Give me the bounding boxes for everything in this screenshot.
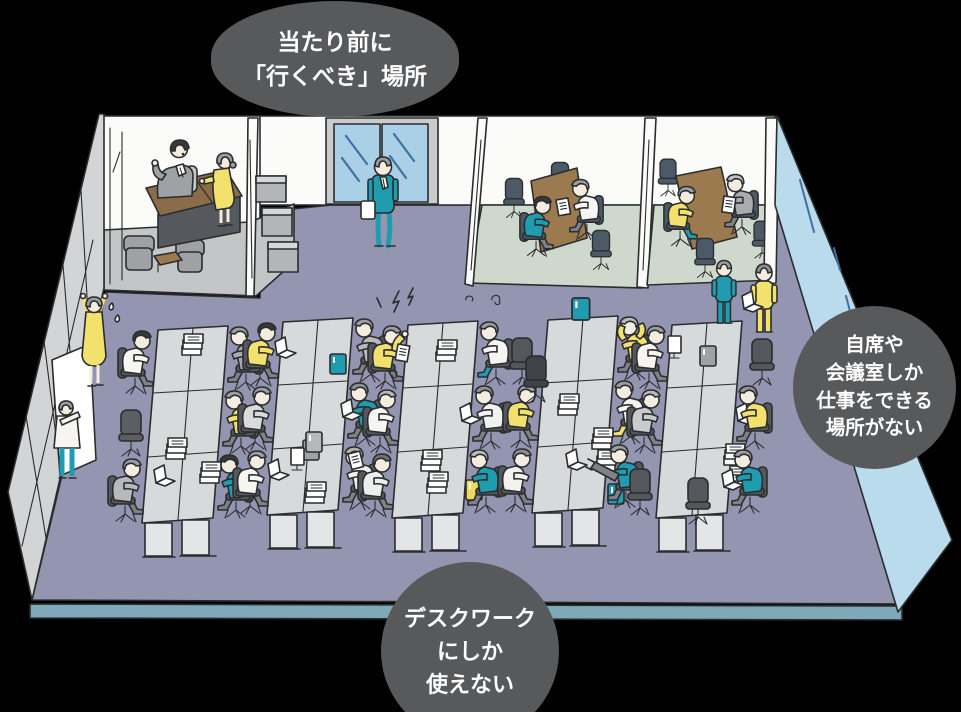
reception-sofa-set — [123, 235, 205, 273]
manager-person — [151, 139, 198, 199]
speech-bubble-top: 当たり前に 「行くべき」場所 — [211, 1, 459, 117]
bubble-bottom-line2: にしか — [436, 638, 503, 664]
speech-bubble-right: 自席や 会議室しか 仕事をできる 場所がない — [793, 306, 956, 469]
visitor-person — [198, 152, 237, 227]
wall-area-people — [51, 292, 121, 479]
meeting-room-2 — [646, 158, 777, 286]
bubble-bottom-line1: デスクワーク — [403, 605, 536, 631]
desk-island-3 — [357, 287, 514, 553]
desk-island-4 — [497, 296, 654, 548]
walking-person — [360, 156, 399, 249]
speech-bubble-bottom: デスクワーク にしか 使えない — [381, 562, 559, 712]
bubble-right-line3: 仕事をできる — [816, 389, 933, 412]
bubble-right-line4: 場所がない — [825, 417, 924, 440]
stretching-person — [79, 292, 121, 387]
bubble-top-line2: 「行くべき」場所 — [243, 63, 427, 89]
reception-glass-partition — [245, 117, 259, 297]
reception-room — [102, 115, 299, 297]
cabinets — [255, 175, 299, 273]
whitecoat-person — [53, 400, 81, 479]
bubble-right-line1: 自席や — [845, 334, 904, 357]
bubble-top-line1: 当たり前に — [277, 28, 393, 55]
coffee-table — [153, 251, 183, 266]
bubble-bottom-line3: 使えない — [425, 671, 514, 697]
bubble-right-line2: 会議室しか — [825, 361, 924, 384]
meeting-room-1 — [464, 117, 651, 289]
